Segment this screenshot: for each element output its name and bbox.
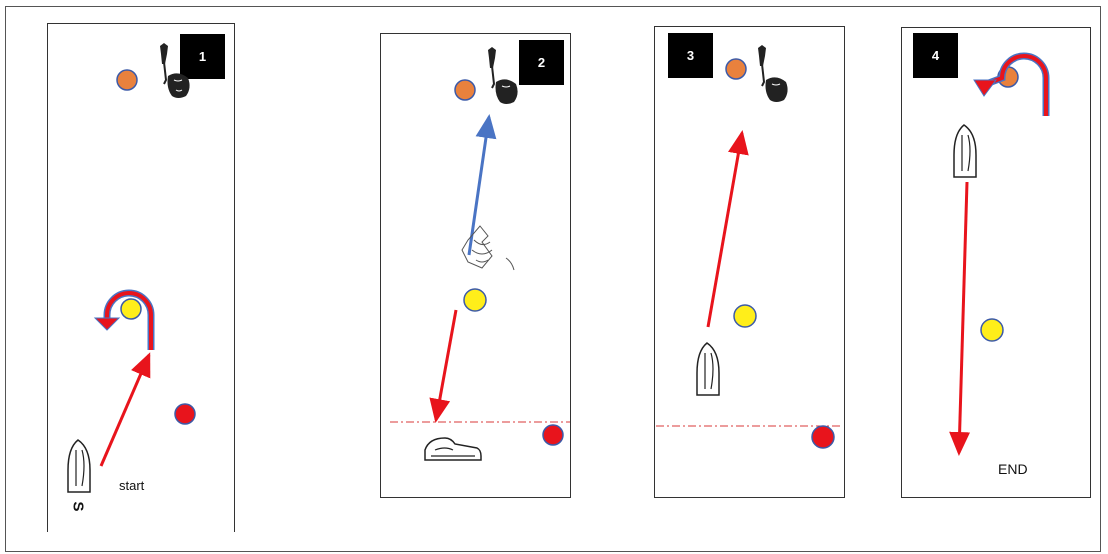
red-arrow	[949, 181, 971, 456]
panel-4-number: 4	[913, 33, 958, 78]
red-ball	[174, 403, 196, 425]
red-arrow	[706, 130, 749, 328]
orange-ball	[725, 58, 747, 80]
panel-3-elements	[656, 45, 842, 449]
u-turn-arrow-icon	[973, 52, 1050, 116]
iron-icon	[953, 124, 977, 178]
jumping-player-icon	[461, 225, 515, 271]
orange-ball	[454, 79, 476, 101]
yellow-ball	[463, 288, 487, 312]
red-arrow	[429, 309, 458, 423]
panel-2-elements	[390, 47, 570, 461]
panel-1-number: 1	[180, 34, 225, 79]
red-ball	[542, 424, 564, 446]
panel-1-elements	[67, 43, 196, 493]
fist-raised-player-icon	[160, 43, 190, 98]
red-arrow	[99, 352, 151, 467]
yellow-ball	[733, 304, 757, 328]
slipper-icon	[424, 437, 482, 461]
iron-icon	[67, 439, 91, 493]
yellow-ball	[980, 318, 1004, 342]
start-label: start	[119, 478, 145, 493]
iron-icon	[696, 342, 720, 396]
blue-arrow	[467, 114, 497, 256]
panel-4	[901, 27, 1091, 498]
end-label: END	[998, 461, 1028, 477]
panel-3-number: 3	[668, 33, 713, 78]
yellow-ball	[120, 298, 142, 320]
panel-2-number: 2	[519, 40, 564, 85]
fist-raised-player-icon	[488, 47, 518, 104]
panel-4-elements	[949, 52, 1050, 456]
orange-ball	[116, 69, 138, 91]
fist-raised-player-icon	[758, 45, 788, 102]
u-turn-arrow-icon	[93, 289, 155, 350]
panel-3	[654, 26, 845, 498]
red-ball	[811, 425, 835, 449]
